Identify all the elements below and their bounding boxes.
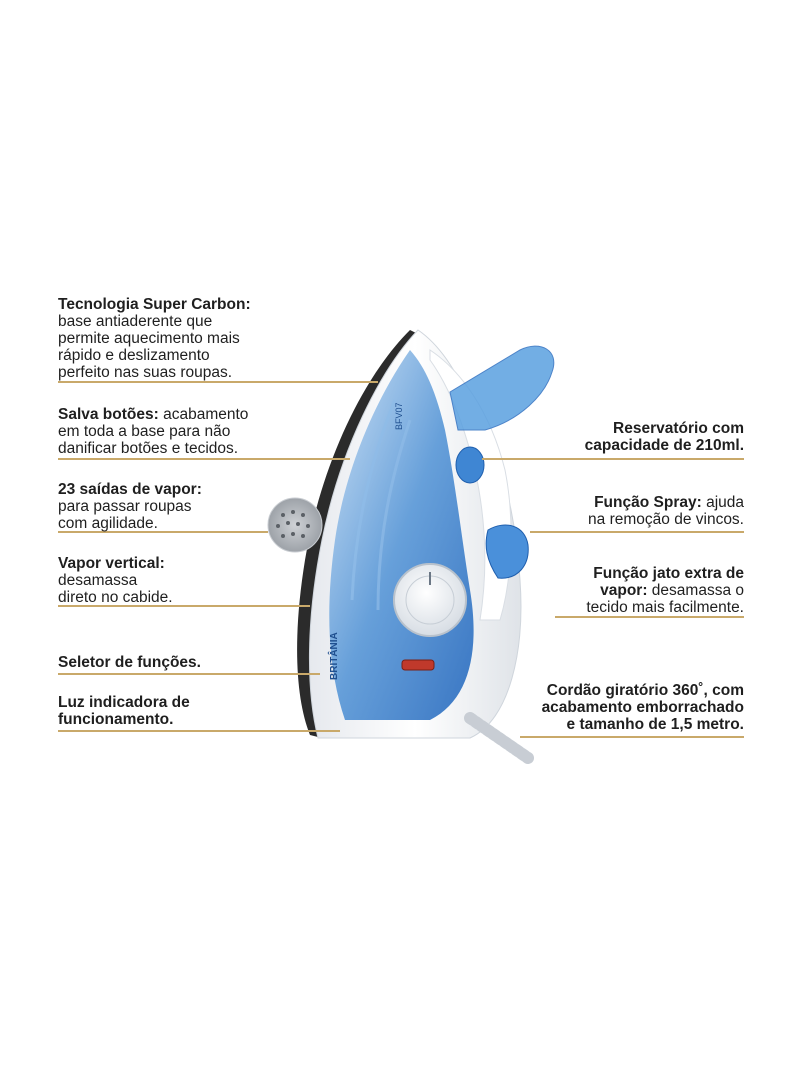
callout-title: Vapor vertical: [58, 555, 165, 572]
callout-title: 23 saídas de vapor: [58, 481, 202, 498]
leader-line-luz [58, 730, 340, 732]
callout-line: com agilidade. [58, 515, 158, 532]
callout-line: capacidade de 210ml. [584, 437, 744, 454]
callout-line: Reservatório com [613, 420, 744, 437]
callout-spray: Função Spray: ajuda na remoção de vincos… [524, 494, 744, 528]
callout-luz: Luz indicadora de funcionamento. [58, 694, 278, 728]
callout-title: vapor: [600, 582, 648, 599]
steam-holes-detail [267, 497, 323, 553]
callout-line: e tamanho de 1,5 metro. [566, 716, 744, 733]
callout-line: desamassa o [647, 582, 744, 599]
callout-title: Tecnologia Super Carbon: [58, 296, 251, 313]
callout-super-carbon: Tecnologia Super Carbon: base antiaderen… [58, 296, 318, 381]
spray-button-icon [485, 524, 529, 579]
callout-line: rápido e deslizamento [58, 347, 210, 364]
callout-title: Função Spray: [594, 494, 702, 511]
callout-jato: Função jato extra de vapor: desamassa o … [524, 565, 744, 616]
brand-text: BRITÂNIA [327, 632, 340, 680]
callout-line: na remoção de vincos. [588, 511, 744, 528]
callout-line: perfeito nas suas roupas. [58, 364, 233, 381]
callout-line: base antiaderente que [58, 313, 213, 330]
function-selector-dial [393, 563, 467, 637]
leader-line-salva-botoes [58, 458, 350, 460]
callout-line: funcionamento. [58, 711, 174, 728]
callout-saidas-vapor: 23 saídas de vapor: para passar roupas c… [58, 481, 258, 532]
callout-cordao: Cordão giratório 360˚, com acabamento em… [504, 682, 744, 733]
callout-line: acabamento emborrachado [541, 699, 744, 716]
callout-line: em toda a base para não [58, 423, 231, 440]
leader-line-super-carbon [58, 381, 378, 383]
leader-line-cordao [520, 736, 744, 738]
callout-title: Seletor de funções. [58, 654, 201, 671]
callout-line: danificar botões e tecidos. [58, 440, 239, 457]
callout-line: tecido mais facilmente. [586, 599, 744, 616]
callout-line: desamassa [58, 572, 138, 589]
callout-line: acabamento [158, 406, 249, 423]
reservoir-lid [449, 345, 555, 431]
leader-line-seletor [58, 673, 320, 675]
leader-line-jato [555, 616, 744, 618]
callout-line: Função jato extra de [593, 565, 744, 582]
callout-line: ajuda [701, 494, 744, 511]
callout-vapor-vertical: Vapor vertical: desamassa direto no cabi… [58, 555, 258, 606]
leader-line-vapor-vertical [58, 605, 310, 607]
leader-line-saidas-vapor [58, 531, 268, 533]
steam-button-icon [455, 446, 485, 484]
callout-line: Luz indicadora de [58, 694, 190, 711]
callout-salva-botoes: Salva botões: acabamento em toda a base … [58, 406, 318, 457]
callout-line: direto no cabide. [58, 589, 173, 606]
callout-line: para passar roupas [58, 498, 192, 515]
leader-line-spray [530, 531, 744, 533]
leader-line-reservatorio [482, 458, 744, 460]
indicator-light [401, 659, 435, 671]
model-text: BFV07 [394, 402, 404, 430]
callout-reservatorio: Reservatório com capacidade de 210ml. [544, 420, 744, 454]
soleplate [297, 330, 420, 738]
callout-line: Cordão giratório 360˚, com [546, 682, 744, 699]
callout-line: permite aquecimento mais [58, 330, 240, 347]
callout-title: Salva botões: [58, 406, 159, 423]
callout-seletor: Seletor de funções. [58, 654, 278, 671]
